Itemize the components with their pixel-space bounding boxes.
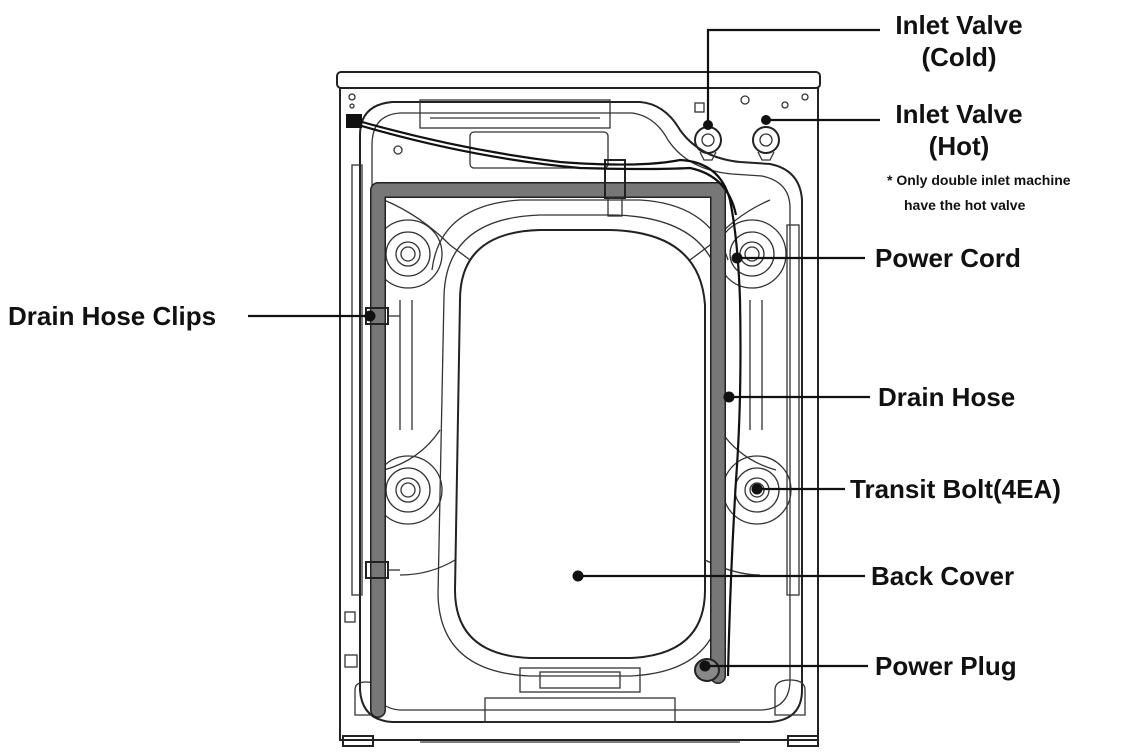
rear-panel-contour bbox=[359, 101, 803, 723]
label-inlet-valve-hot-line1: Inlet Valve bbox=[895, 99, 1022, 129]
label-inlet-valve-cold-line1: Inlet Valve bbox=[895, 10, 1022, 40]
cabinet-outline bbox=[339, 88, 819, 741]
label-inlet-valve-cold-line2: (Cold) bbox=[921, 42, 996, 72]
label-back-cover: Back Cover bbox=[871, 561, 1014, 591]
note-line1: * Only double inlet machine bbox=[887, 172, 1071, 188]
back-cover-outline bbox=[453, 229, 706, 659]
label-drain-hose: Drain Hose bbox=[878, 382, 1015, 412]
inlet-valve-hot-part bbox=[752, 126, 780, 161]
power-cord-part bbox=[354, 118, 742, 682]
transit-bolt-group bbox=[373, 219, 792, 525]
top-panel bbox=[336, 71, 821, 89]
drain-hose-part bbox=[370, 159, 726, 718]
transit-bolt-top-right bbox=[717, 219, 787, 289]
inlet-valve-cold-part bbox=[694, 126, 722, 161]
machine-body bbox=[336, 71, 821, 747]
label-drain-hose-clips: Drain Hose Clips bbox=[8, 301, 216, 331]
label-inlet-valve-hot-line2: (Hot) bbox=[929, 131, 990, 161]
note-line2: have the hot valve bbox=[904, 197, 1026, 213]
label-power-cord: Power Cord bbox=[875, 243, 1021, 273]
callouts bbox=[248, 28, 880, 672]
label-transit-bolt: Transit Bolt(4EA) bbox=[850, 474, 1061, 504]
label-power-plug: Power Plug bbox=[875, 651, 1017, 681]
